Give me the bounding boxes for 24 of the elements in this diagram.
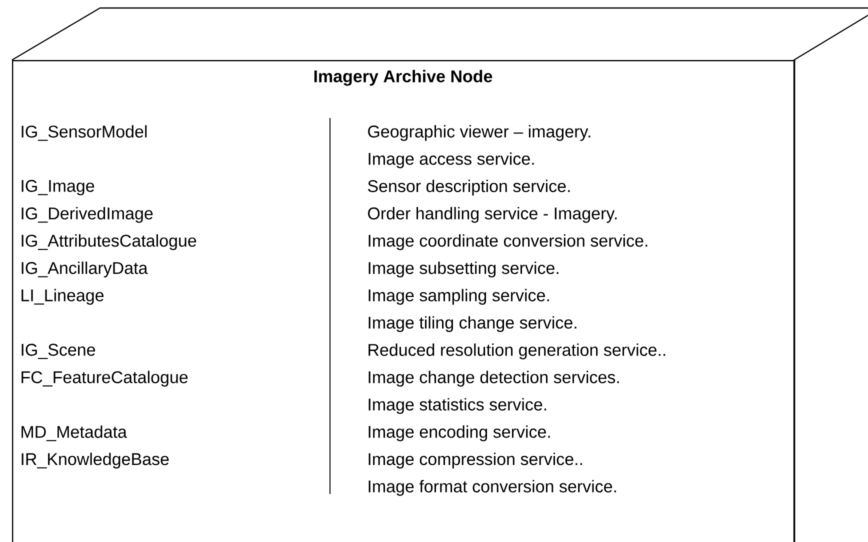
class-name: IG_Image	[22, 180, 94, 196]
class-name: IG_Scene	[22, 344, 96, 360]
service-name: Image access service.	[368, 152, 534, 168]
service-name: Image subsetting service.	[368, 262, 558, 278]
service-name: Image statistics service.	[368, 398, 546, 414]
class-name: FC_FeatureCatalogue	[22, 370, 188, 387]
class-name: IG_DerivedImage	[22, 207, 153, 223]
service-name: Image change detection services.	[368, 370, 619, 387]
class-name: IR_KnowledgeBase	[22, 452, 169, 469]
class-name: MD_Metadata	[22, 425, 127, 442]
service-name: Geographic viewer – imagery.	[368, 125, 590, 141]
service-name: Image compression service..	[368, 452, 582, 469]
service-name: Reduced resolution generation service..	[368, 344, 666, 360]
service-name: Image format conversion service.	[368, 480, 616, 496]
class-name: IG_SensorModel	[22, 125, 147, 141]
service-name: Image sampling service.	[368, 288, 549, 305]
service-name: Image encoding service.	[368, 425, 550, 442]
class-name: LI_Lineage	[22, 288, 104, 305]
service-name: Image coordinate conversion service.	[368, 234, 648, 250]
service-name: Image tiling change service.	[368, 316, 576, 332]
class-name: IG_AttributesCatalogue	[22, 234, 196, 250]
class-name: IG_AncillaryData	[22, 262, 148, 278]
service-name: Sensor description service.	[368, 180, 570, 196]
service-name: Order handling service - Imagery.	[368, 207, 617, 223]
